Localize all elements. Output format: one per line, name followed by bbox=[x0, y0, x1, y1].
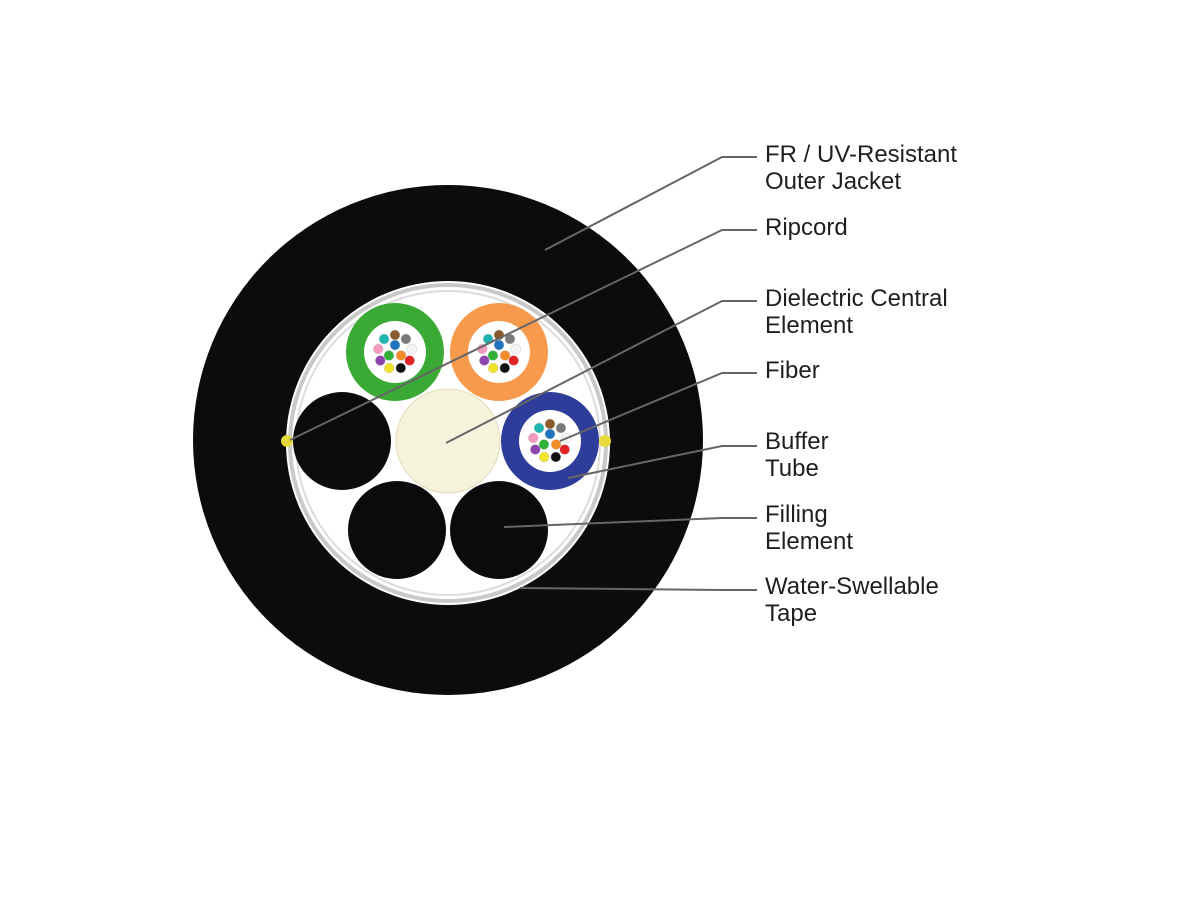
leader-line-buffer-tube bbox=[567, 445, 757, 479]
label-outer-jacket-line-2: Outer Jacket bbox=[765, 168, 901, 195]
fiber-blue-9 bbox=[538, 451, 550, 463]
labels: FR / UV-Resistant Outer Jacket Ripcord D… bbox=[765, 141, 964, 627]
fiber-orange-2 bbox=[499, 350, 511, 361]
label-central-element: Dielectric Central Element bbox=[765, 285, 954, 339]
fiber-blue-1 bbox=[544, 428, 556, 440]
label-water-tape-line-2: Tape bbox=[765, 600, 817, 627]
buffer-tube-green bbox=[346, 303, 444, 401]
fiber-blue-12 bbox=[533, 422, 545, 434]
fiber-orange-7 bbox=[508, 355, 519, 366]
fiber-green-8 bbox=[395, 362, 407, 374]
fiber-green-2 bbox=[395, 350, 407, 361]
fiber-green-9 bbox=[383, 362, 395, 374]
leader-line-water-tape bbox=[519, 587, 757, 591]
label-filling-element: Filling Element bbox=[765, 501, 853, 555]
fiber-green-1 bbox=[389, 339, 401, 351]
label-water-tape: Water-Swellable Tape bbox=[765, 573, 946, 627]
label-buffer-tube: Buffer Tube bbox=[765, 428, 835, 482]
fiber-bundle-green bbox=[373, 329, 417, 374]
fiber-blue-8 bbox=[550, 451, 562, 463]
label-central-element-line-1: Dielectric Central bbox=[765, 285, 948, 312]
fiber-blue-10 bbox=[530, 444, 541, 455]
label-central-element-line-2: Element bbox=[765, 312, 853, 339]
fiber-orange-9 bbox=[487, 362, 499, 374]
label-fiber: Fiber bbox=[765, 357, 820, 384]
filling-element-bottom-right bbox=[450, 481, 548, 579]
fiber-orange-8 bbox=[499, 362, 511, 374]
label-buffer-tube-line-2: Tube bbox=[765, 455, 819, 482]
fiber-green-10 bbox=[375, 355, 386, 366]
leader-lines bbox=[289, 156, 757, 591]
fiber-blue-5 bbox=[555, 422, 567, 434]
cable-cross-section bbox=[193, 185, 703, 695]
fiber-blue-4 bbox=[544, 418, 556, 430]
fiber-orange-10 bbox=[479, 355, 490, 366]
ripcord-left bbox=[281, 435, 293, 447]
label-buffer-tube-line-1: Buffer bbox=[765, 428, 829, 455]
label-filling-element-line-1: Filling bbox=[765, 501, 828, 528]
filling-element-bottom-left bbox=[348, 481, 446, 579]
fiber-green-4 bbox=[389, 329, 401, 341]
label-fiber-line-1: Fiber bbox=[765, 357, 820, 384]
fiber-blue-7 bbox=[559, 444, 570, 455]
buffer-tube-blue bbox=[501, 392, 599, 490]
fiber-green-12 bbox=[378, 333, 390, 345]
filling-element-left bbox=[293, 392, 391, 490]
fiber-orange-3 bbox=[487, 350, 499, 361]
fiber-blue-2 bbox=[550, 439, 562, 450]
fiber-orange-6 bbox=[510, 343, 521, 355]
fiber-green-6 bbox=[406, 343, 417, 355]
leader-line-central-element bbox=[445, 300, 757, 444]
label-ripcord: Ripcord bbox=[765, 214, 848, 241]
fiber-green-11 bbox=[373, 343, 384, 355]
buffer-tube-orange bbox=[450, 303, 548, 401]
fiber-orange-1 bbox=[493, 339, 505, 351]
leader-line-filling-element bbox=[503, 517, 757, 528]
label-outer-jacket-line-1: FR / UV-Resistant bbox=[765, 141, 957, 168]
leader-line-ripcord bbox=[289, 229, 757, 441]
fiber-blue-11 bbox=[528, 432, 539, 444]
ripcord-right bbox=[599, 435, 611, 447]
label-water-tape-line-1: Water-Swellable bbox=[765, 573, 939, 600]
fiber-green-5 bbox=[400, 333, 412, 345]
fiber-green-3 bbox=[383, 350, 395, 361]
fiber-green-7 bbox=[404, 355, 415, 366]
leader-line-fiber bbox=[559, 372, 757, 442]
label-ripcord-line-1: Ripcord bbox=[765, 214, 848, 241]
fiber-blue-3 bbox=[538, 439, 550, 450]
label-outer-jacket: FR / UV-Resistant Outer Jacket bbox=[765, 141, 964, 195]
fiber-bundle-blue bbox=[528, 418, 572, 463]
leader-line-outer-jacket bbox=[544, 156, 757, 251]
label-filling-element-line-2: Element bbox=[765, 528, 853, 555]
